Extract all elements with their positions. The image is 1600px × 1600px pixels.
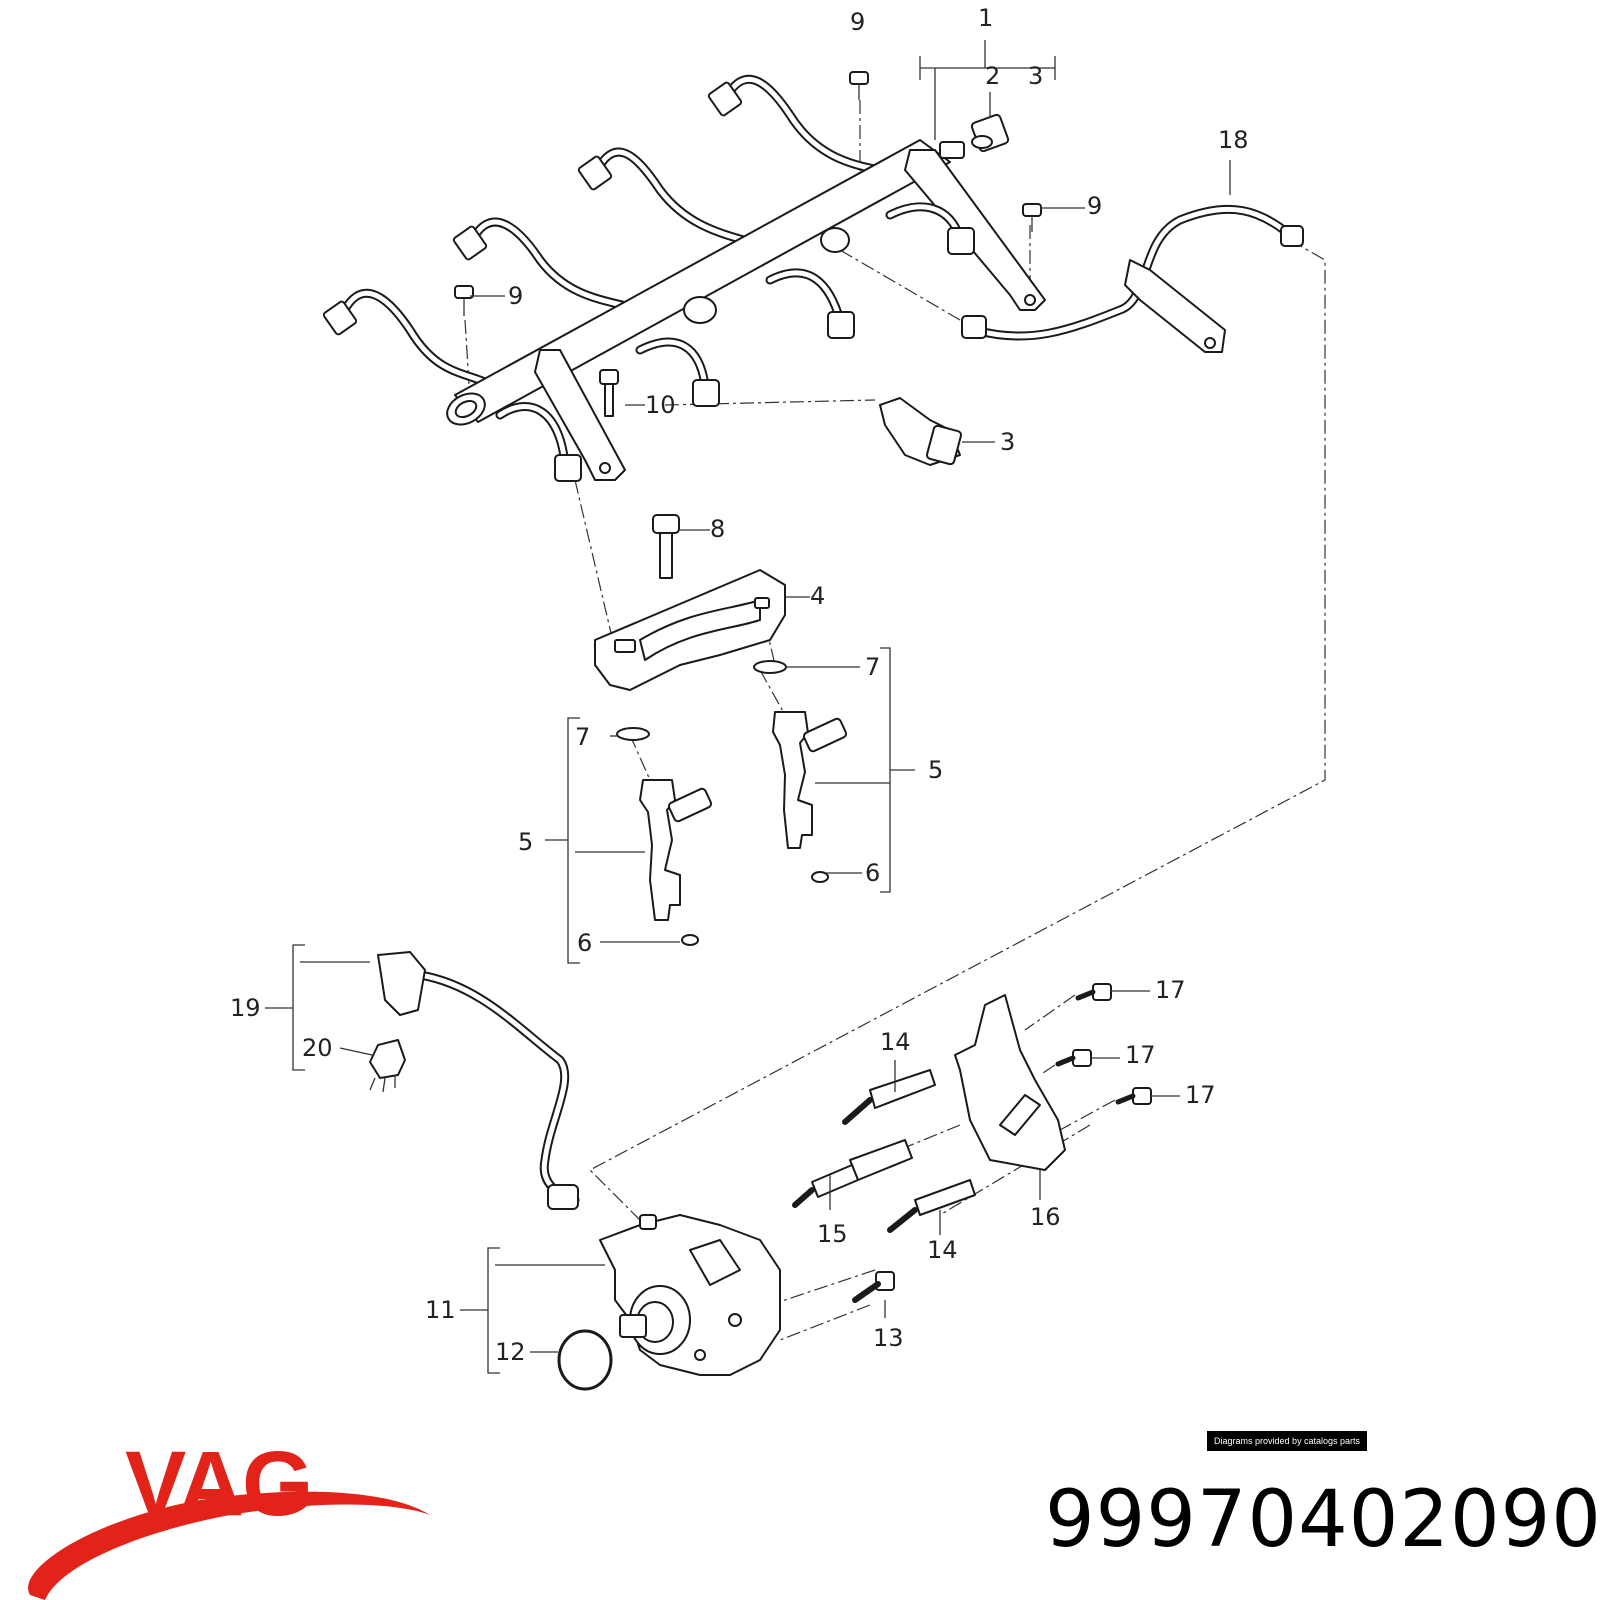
callout-12: 12 [495,1338,526,1366]
callout-2: 2 [985,62,1000,90]
callout-6: 6 [577,929,592,957]
callout-3: 3 [1028,62,1043,90]
heat-shield [954,994,1066,1171]
bolt-9-right [1022,203,1042,232]
logo-swoosh [28,1491,431,1600]
bolt-13 [852,1271,895,1303]
callout-6: 6 [865,859,880,887]
callout-16: 16 [1030,1203,1061,1231]
pressure-sensor [879,397,963,466]
injector-clamp [594,569,786,691]
high-pressure-hose [377,951,580,1210]
bolt-8 [652,514,680,579]
callout-11: 11 [425,1296,456,1324]
bolt-10 [599,369,619,417]
bolt-9-top [849,71,869,100]
bolt-17-top [1075,983,1112,1001]
leader-lines [265,40,1231,1374]
bolt-17-mid [1055,1049,1092,1067]
diagram-credit: Diagrams provided by catalogs parts [1207,1431,1367,1451]
callout-20: 20 [302,1034,333,1062]
injector-left [616,727,713,946]
callout-8: 8 [710,515,725,543]
callout-17: 17 [1185,1081,1216,1109]
plug-nut [970,113,1010,153]
bolt-9-left [454,285,474,316]
stud-15 [792,1139,913,1208]
callout-9: 9 [850,8,865,36]
fuel-rail [322,74,1046,482]
callout-18: 18 [1218,126,1249,154]
callout-7: 7 [575,723,590,751]
callout-14: 14 [927,1236,958,1264]
callout-5: 5 [928,756,943,784]
callout-19: 19 [230,994,261,1022]
callout-9: 9 [1087,192,1102,220]
callout-17: 17 [1155,976,1186,1004]
callout-3: 3 [1000,428,1015,456]
callout-7: 7 [865,653,880,681]
pressure-switch [369,1039,406,1093]
callout-17: 17 [1125,1041,1156,1069]
return-line [961,204,1304,353]
stud-14-bottom [887,1179,976,1233]
callout-5: 5 [518,828,533,856]
callout-15: 15 [817,1220,848,1248]
o-ring [557,1329,613,1391]
callout-14: 14 [880,1028,911,1056]
callout-9: 9 [508,282,523,310]
part-number: 99970402090 [1045,1475,1600,1565]
logo-wordmark: VAG [125,1433,312,1535]
injector-right [753,660,848,883]
callout-1: 1 [978,4,993,32]
bolt-17-bottom [1115,1087,1152,1105]
callout-13: 13 [873,1324,904,1352]
vag-logo: VAG [28,1433,431,1600]
callout-10: 10 [645,391,676,419]
fuel-pump [599,1214,781,1376]
callout-labels: 1 2 3 9 9 9 18 10 3 8 4 7 7 5 5 6 6 19 2… [230,4,1249,1366]
callout-4: 4 [810,582,825,610]
stud-14-top [842,1069,936,1125]
